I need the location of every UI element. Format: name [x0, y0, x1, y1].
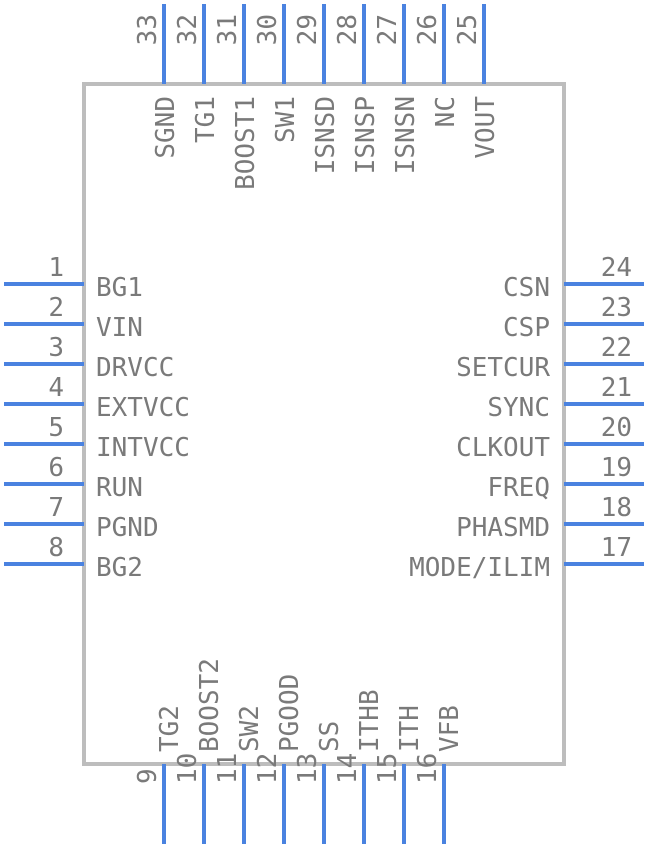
pin-15-label-ith: ITH	[395, 705, 425, 752]
pin-21-label-sync: SYNC	[487, 393, 550, 423]
pin-9-label-tg2: TG2	[155, 705, 185, 752]
pin-32-label-tg1: TG1	[191, 96, 221, 143]
pin-29-label-isnsd: ISNSD	[311, 96, 341, 174]
pin-1-number: 1	[48, 253, 64, 283]
pin-28-number: 28	[333, 14, 363, 45]
pin-31-label-boost1: BOOST1	[231, 96, 261, 190]
pin-14-label-ithb: ITHB	[355, 689, 385, 752]
pin-19-number: 19	[601, 453, 632, 483]
pin-22-label-setcur: SETCUR	[456, 353, 550, 383]
pin-27-label-isnsn: ISNSN	[391, 96, 421, 174]
pin-29-number: 29	[293, 14, 323, 45]
pin-11-number: 11	[213, 753, 243, 784]
pin-26-number: 26	[413, 14, 443, 45]
pin-4-label-extvcc: EXTVCC	[96, 393, 190, 423]
pin-33-number: 33	[133, 14, 163, 45]
pin-8-number: 8	[48, 533, 64, 563]
pin-28-label-isnsp: ISNSP	[351, 96, 381, 174]
pin-25-number: 25	[453, 14, 483, 45]
pin-13-number: 13	[293, 753, 323, 784]
pin-26-label-nc: NC	[431, 96, 461, 127]
pin-1-label-bg1: BG1	[96, 273, 143, 303]
pin-3-number: 3	[48, 333, 64, 363]
pin-2-label-vin: VIN	[96, 313, 143, 343]
pin-30-number: 30	[253, 14, 283, 45]
pin-24-label-csn: CSN	[503, 273, 550, 303]
pin-9-number: 9	[133, 768, 163, 784]
pin-32-number: 32	[173, 14, 203, 45]
pin-16-number: 16	[413, 753, 443, 784]
ic-body	[82, 82, 566, 766]
pin-20-number: 20	[601, 413, 632, 443]
pin-17-number: 17	[601, 533, 632, 563]
pin-23-number: 23	[601, 293, 632, 323]
pin-7-label-pgnd: PGND	[96, 513, 159, 543]
pin-20-label-clkout: CLKOUT	[456, 433, 550, 463]
pin-11-label-sw2: SW2	[235, 705, 265, 752]
pin-27-number: 27	[373, 14, 403, 45]
pin-14-number: 14	[333, 753, 363, 784]
pin-12-number: 12	[253, 753, 283, 784]
pin-3-label-drvcc: DRVCC	[96, 353, 174, 383]
pin-10-number: 10	[173, 753, 203, 784]
pin-6-label-run: RUN	[96, 473, 143, 503]
pin-30-label-sw1: SW1	[271, 96, 301, 143]
pin-2-number: 2	[48, 293, 64, 323]
pin-5-label-intvcc: INTVCC	[96, 433, 190, 463]
pin-12-label-pgood: PGOOD	[275, 674, 305, 752]
pin-13-label-ss: SS	[315, 721, 345, 752]
pin-25-label-vout: VOUT	[471, 96, 501, 159]
pin-10-label-boost2: BOOST2	[195, 658, 225, 752]
pin-21-number: 21	[601, 373, 632, 403]
pin-33-label-sgnd: SGND	[151, 96, 181, 159]
pin-31-number: 31	[213, 14, 243, 45]
pin-24-number: 24	[601, 253, 632, 283]
pin-4-number: 4	[48, 373, 64, 403]
pin-16-label-vfb: VFB	[435, 705, 465, 752]
pin-23-label-csp: CSP	[503, 313, 550, 343]
pin-18-label-phasmd: PHASMD	[456, 513, 550, 543]
pin-5-number: 5	[48, 413, 64, 443]
pin-8-label-bg2: BG2	[96, 553, 143, 583]
pin-15-number: 15	[373, 753, 403, 784]
pin-22-number: 22	[601, 333, 632, 363]
pin-19-label-freq: FREQ	[487, 473, 550, 503]
pin-18-number: 18	[601, 493, 632, 523]
pin-17-label-mode-ilim: MODE/ILIM	[409, 553, 550, 583]
pin-6-number: 6	[48, 453, 64, 483]
pin-7-number: 7	[48, 493, 64, 523]
